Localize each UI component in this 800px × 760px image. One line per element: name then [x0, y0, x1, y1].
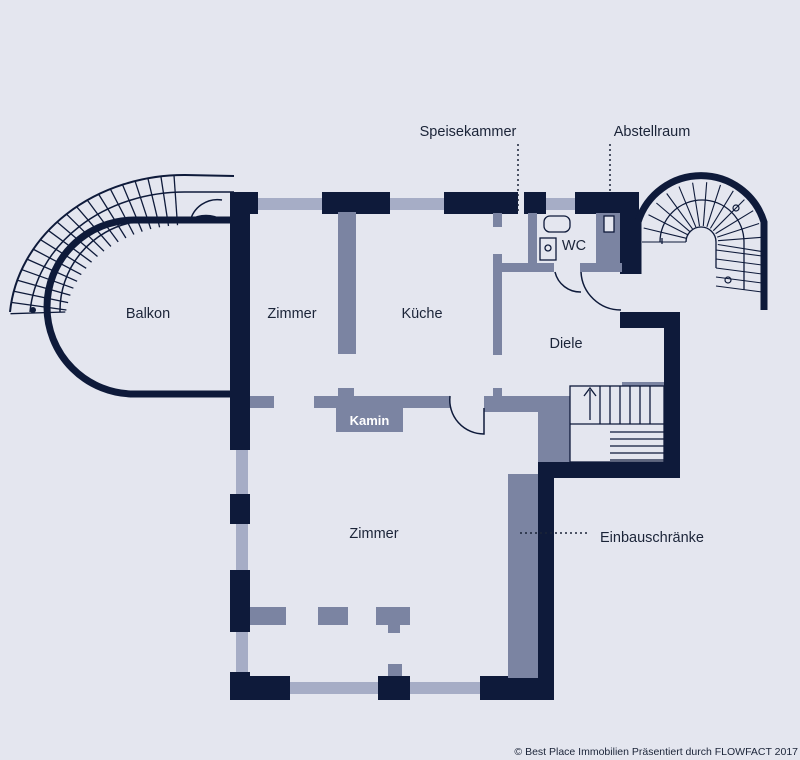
stair-tread [14, 290, 69, 304]
stair-tread [48, 230, 92, 263]
zimmer-main-label: Zimmer [349, 526, 398, 542]
stair-tread [66, 213, 105, 252]
outer-walls [230, 192, 680, 700]
kueche-label: Küche [401, 306, 442, 322]
stair-tread [678, 186, 697, 228]
stair-tread [98, 194, 127, 239]
stair-tread [715, 267, 763, 275]
stair-tread [11, 301, 67, 311]
stair-tread [33, 248, 82, 276]
stair-tread [715, 249, 763, 257]
stair-tread [706, 184, 722, 227]
stair-tread [717, 243, 762, 252]
stair-tread [656, 202, 691, 233]
right-spiral-staircase [634, 172, 768, 310]
abstellraum-label: Abstellraum [614, 124, 691, 140]
stair-tread [17, 279, 71, 296]
einbauschraenke-label: Einbauschränke [600, 530, 704, 546]
stair-tread [22, 269, 74, 289]
stair-tread [715, 285, 763, 293]
stair-tread [715, 210, 754, 235]
stair-tread [122, 184, 143, 232]
stair-tread [709, 190, 734, 229]
stair-tread [692, 182, 701, 227]
speisekammer-label: Speisekammer [420, 124, 517, 140]
stair-tread [109, 189, 135, 235]
windows [236, 198, 575, 694]
stair-tread [717, 222, 760, 238]
right-staircase [569, 385, 665, 463]
stair-tread [10, 311, 66, 315]
stair-tread [648, 214, 688, 236]
stair-tread [666, 193, 694, 230]
copyright-notice: © Best Place Immobilien Präsentiert durc… [514, 746, 798, 758]
stair-tread [173, 175, 179, 226]
wc-label: WC [562, 238, 586, 254]
doors [189, 214, 622, 435]
stair-tread [643, 227, 687, 239]
diele-label: Diele [549, 336, 582, 352]
annotation-leaders [517, 144, 611, 534]
stair-tread [76, 206, 112, 247]
stair-tread [27, 258, 78, 282]
stair-tread [147, 178, 161, 228]
stair-tread [715, 258, 763, 266]
stair-tread [40, 239, 87, 269]
kamin-fireplace: Kamin [336, 408, 403, 432]
stair-tread [86, 200, 119, 243]
stair-tread [712, 199, 745, 232]
kamin-label: Kamin [350, 413, 390, 428]
stair-tread [134, 180, 152, 230]
wc-fixtures [539, 215, 615, 261]
left-spiral-staircase [9, 173, 235, 315]
zimmer-top-label: Zimmer [267, 306, 316, 322]
stair-tread [717, 236, 762, 242]
stair-tread [56, 221, 98, 257]
annotation-labels: Speisekammer Abstellraum Einbauschränke [420, 124, 704, 546]
room-labels: Balkon Zimmer Küche Diele WC Zimmer [126, 238, 586, 542]
stair-tread [160, 176, 170, 227]
stair-tread [702, 182, 708, 227]
stair-tread [715, 276, 763, 284]
balkon-label: Balkon [126, 306, 170, 322]
inner-walls [250, 212, 664, 678]
